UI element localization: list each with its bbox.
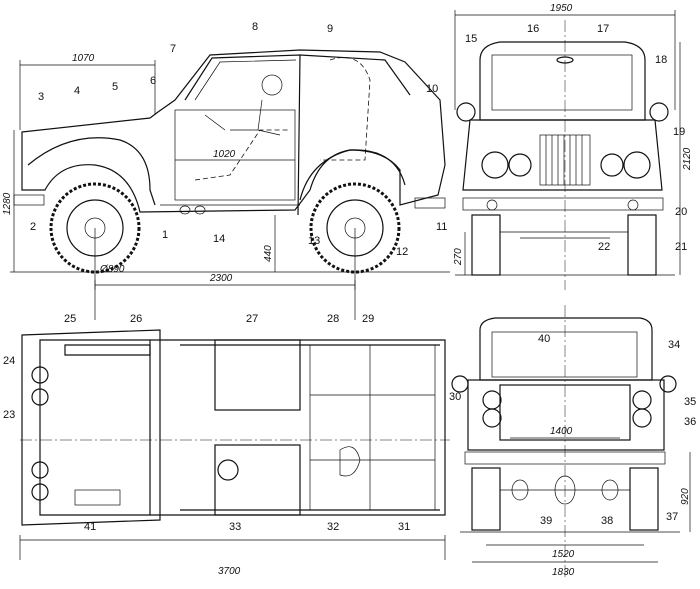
- callout-17: 17: [597, 23, 609, 35]
- dim-ground-clear-front: 270: [453, 248, 464, 266]
- callout-22: 22: [598, 241, 610, 253]
- callout-36: 36: [684, 416, 696, 428]
- callout-25: 25: [64, 313, 76, 325]
- dim-tailgate-width: 1400: [550, 426, 573, 437]
- callout-30: 30: [449, 391, 461, 403]
- dim-height-front: 2120: [682, 147, 693, 171]
- callout-27: 27: [246, 313, 258, 325]
- callout-14: 14: [213, 233, 225, 245]
- callouts: 1 2 3 4 5 6 7 8 9 10 11 12 13 14 15 16 1…: [3, 21, 696, 533]
- callout-8: 8: [252, 21, 258, 33]
- callout-10: 10: [426, 83, 438, 95]
- front-view: [454, 10, 681, 290]
- callout-39: 39: [540, 515, 552, 527]
- dim-width-rear: 1830: [552, 567, 575, 578]
- dim-wheel-dia: Ø890: [99, 264, 125, 275]
- dim-length: 3700: [218, 566, 241, 577]
- side-view: [10, 49, 450, 290]
- callout-4: 4: [74, 85, 80, 97]
- callout-21: 21: [675, 241, 687, 253]
- callout-6: 6: [150, 75, 156, 87]
- callout-35: 35: [684, 396, 696, 408]
- dim-wheelbase: 2300: [209, 273, 233, 284]
- callout-20: 20: [675, 206, 687, 218]
- dim-hood-length: 1070: [72, 53, 95, 64]
- callout-11: 11: [436, 221, 447, 233]
- callout-16: 16: [527, 23, 539, 35]
- callout-13-side: 13: [308, 235, 320, 247]
- rear-view: [451, 305, 691, 580]
- callout-5: 5: [112, 81, 118, 93]
- callout-28-top: 28: [327, 313, 339, 325]
- callout-32: 32: [327, 521, 339, 533]
- callout-15: 15: [465, 33, 477, 45]
- callout-12: 12: [396, 246, 408, 258]
- dim-width-top: 1950: [550, 3, 573, 14]
- callout-3: 3: [38, 91, 44, 103]
- callout-9: 9: [327, 23, 333, 35]
- callout-37: 37: [666, 511, 678, 523]
- callout-38: 38: [601, 515, 613, 527]
- callout-19: 19: [673, 126, 685, 138]
- dim-track-rear: 1520: [552, 549, 575, 560]
- callout-2: 2: [30, 221, 36, 233]
- dim-cabin-floor: 1020: [213, 149, 236, 160]
- callout-24-top: 24: [3, 355, 15, 367]
- dim-height-side: 1280: [2, 192, 13, 215]
- dim-ground-clear-side: 440: [263, 245, 274, 262]
- callout-1: 1: [162, 229, 168, 241]
- dim-rear-height: 920: [680, 488, 691, 505]
- callout-34: 34: [668, 339, 680, 351]
- callout-33: 33: [229, 521, 241, 533]
- callout-31: 31: [398, 521, 410, 533]
- callout-40: 40: [538, 333, 550, 345]
- callout-7: 7: [170, 43, 176, 55]
- callout-29: 29: [362, 313, 374, 325]
- top-view: [19, 280, 450, 560]
- callout-18: 18: [655, 54, 667, 66]
- callout-23-top: 23: [3, 409, 15, 421]
- callout-26: 26: [130, 313, 142, 325]
- callout-41: 41: [84, 521, 96, 533]
